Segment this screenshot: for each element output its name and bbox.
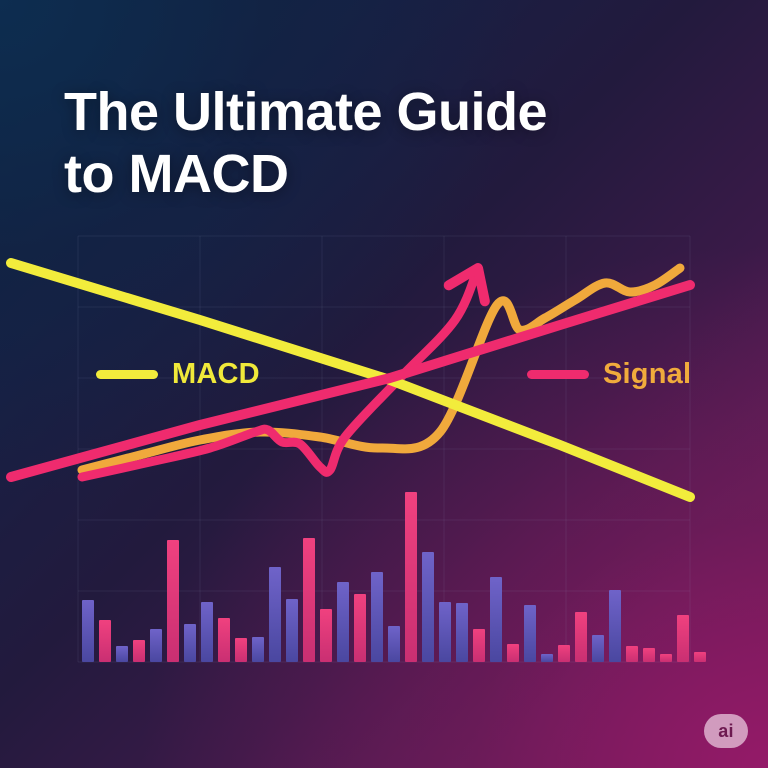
macd-histogram	[82, 492, 706, 662]
title-line-2: to MACD	[64, 143, 289, 204]
legend-swatch-macd-icon	[96, 370, 158, 379]
page-title: The Ultimate Guide to MACD	[64, 82, 684, 205]
ai-watermark-badge: ai	[704, 714, 748, 748]
ai-watermark-label: ai	[718, 721, 734, 741]
macd-signal-lines	[6, 258, 695, 502]
title-line-1: The Ultimate Guide	[64, 82, 548, 142]
legend-label-signal: Signal	[603, 358, 692, 390]
legend-swatch-signal-icon	[527, 370, 589, 379]
legend-item-signal: Signal	[527, 358, 691, 391]
legend-label-macd: MACD	[172, 358, 260, 390]
legend-item-macd: MACD	[96, 358, 260, 391]
